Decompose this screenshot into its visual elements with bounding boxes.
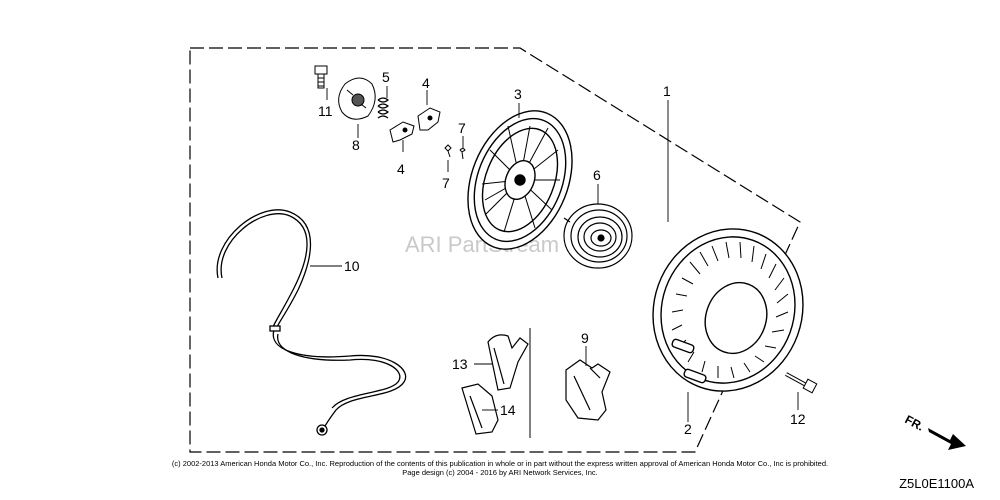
part-7-pawl-springs[interactable] [444, 144, 466, 160]
part-13-handle[interactable] [487, 334, 529, 391]
part-4-pawl-lower[interactable] [389, 121, 415, 143]
callout-3: 3 [514, 86, 522, 102]
part-12-bolt[interactable] [785, 372, 818, 394]
callout-8: 8 [352, 137, 360, 153]
callout-6: 6 [593, 167, 601, 183]
callout-2: 2 [684, 421, 692, 437]
copyright-notice: (c) 2002-2013 American Honda Motor Co., … [171, 459, 829, 468]
callout-5: 5 [382, 69, 390, 85]
callout-7-lower: 7 [442, 175, 450, 191]
part-10-starter-rope[interactable] [216, 209, 407, 436]
callout-7-upper: 7 [458, 120, 466, 136]
callout-4-lower: 4 [397, 161, 405, 177]
front-direction-label: FR. [903, 412, 927, 433]
callout-13: 13 [452, 356, 468, 372]
diagram-reference-code: Z5L0E1100A [899, 476, 974, 491]
part-9-handle[interactable] [565, 359, 611, 421]
part-1-starter-case[interactable] [630, 208, 825, 413]
page-design-notice: Page design (c) 2004 - 2016 by ARI Netwo… [402, 468, 598, 477]
callout-1: 1 [663, 83, 671, 99]
front-direction-arrow: FR. [903, 412, 966, 450]
callout-12: 12 [790, 411, 806, 427]
part-4-pawl-upper[interactable] [417, 107, 441, 131]
part-11-bolt[interactable] [314, 65, 328, 89]
part-3-reel[interactable] [449, 95, 592, 264]
part-14-handle-grip[interactable] [461, 383, 499, 435]
callout-9: 9 [581, 330, 589, 346]
part-8-ratchet[interactable] [338, 77, 376, 120]
callout-10: 10 [344, 258, 360, 274]
part-6-spiral-spring[interactable] [563, 203, 633, 269]
part-5-spring[interactable] [377, 97, 389, 119]
callout-14: 14 [500, 402, 516, 418]
callout-4-upper: 4 [422, 75, 430, 91]
callout-11: 11 [318, 103, 333, 119]
leader-lines [310, 86, 799, 422]
